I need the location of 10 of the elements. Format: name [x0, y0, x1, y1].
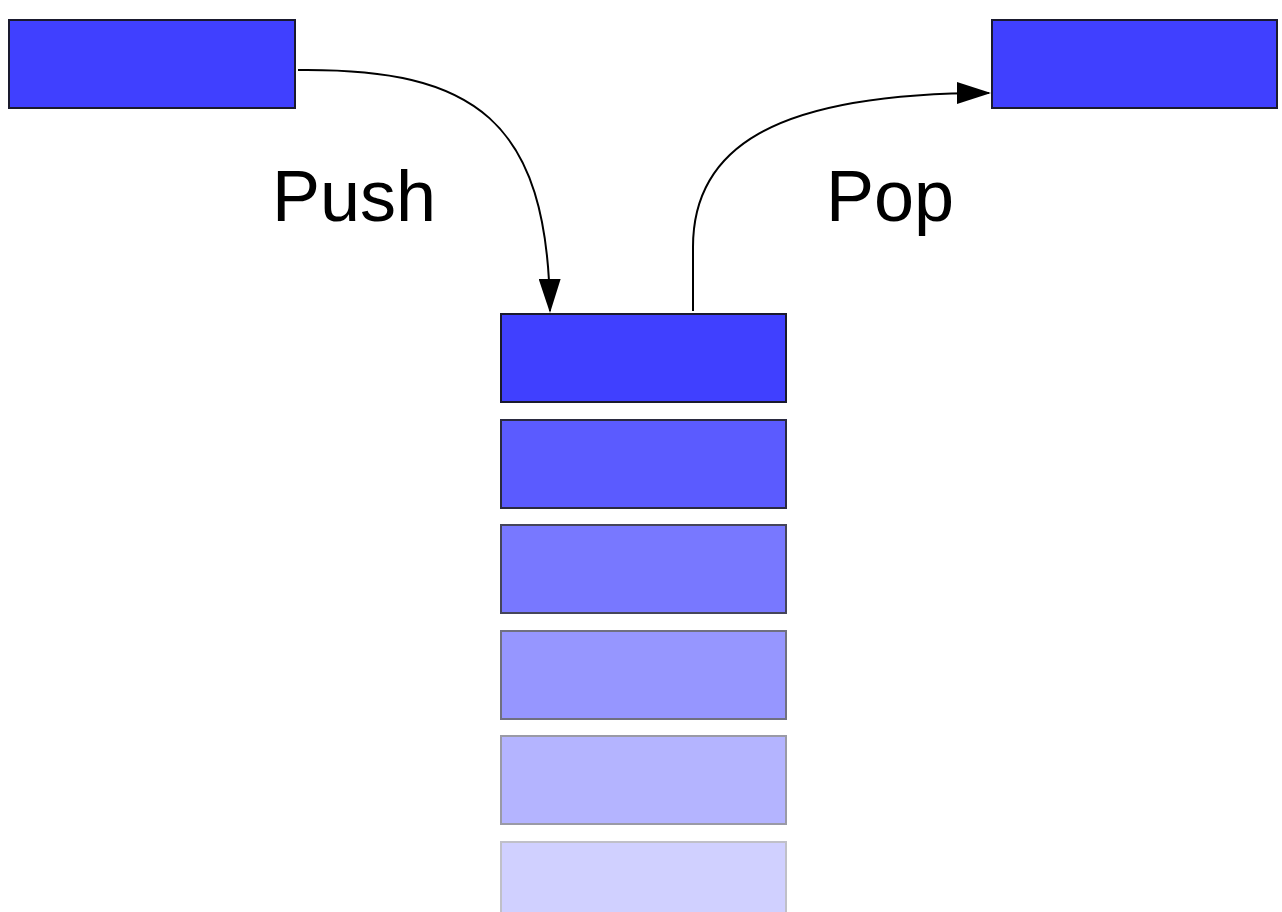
curved-arrow — [692, 82, 991, 312]
stack-block — [500, 524, 787, 614]
stack-block — [500, 630, 787, 720]
curved-arrow — [297, 69, 560, 313]
stack-block — [500, 419, 787, 509]
stack-block — [8, 19, 296, 109]
stack-block — [991, 19, 1278, 109]
stack-block — [500, 313, 787, 403]
stack-block — [500, 735, 787, 825]
stack-block — [500, 841, 787, 912]
